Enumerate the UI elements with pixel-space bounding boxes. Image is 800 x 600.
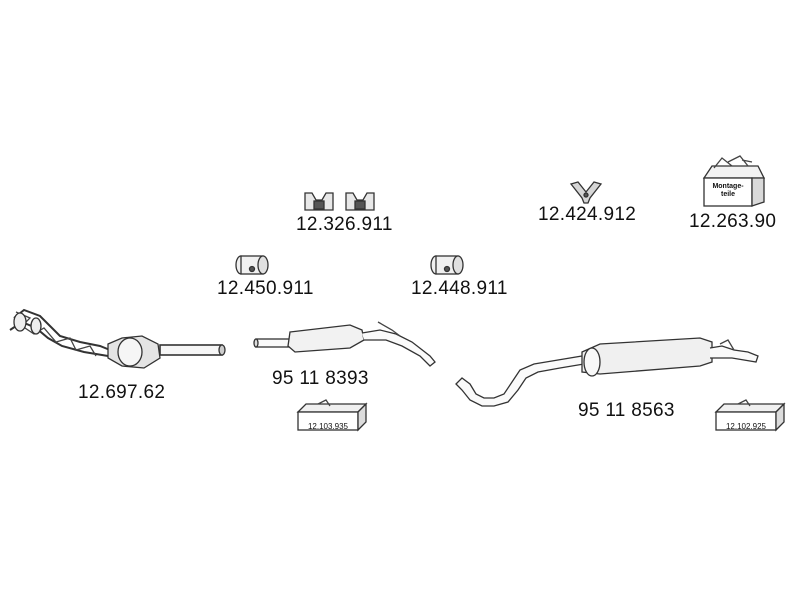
mounting-kit-box-text-line-2: teile: [720, 191, 735, 198]
kit-box-front: 12.103.935: [296, 406, 362, 434]
mounting-kit-box-text: Montage- teile: [708, 183, 748, 199]
kit-box-rear: 12.102.925: [714, 406, 780, 434]
kit-box-icon: [714, 399, 786, 432]
mounting-kit-box-text-line-1: Montage-: [712, 183, 744, 190]
part-number-bracket: 12.424.912: [538, 204, 637, 225]
catalytic-converter-icon: [9, 308, 226, 369]
part-number-front-clamp: 12.450.911: [217, 278, 314, 299]
mounting-kit-box-icon: [702, 155, 766, 207]
rubber-hanger-icon: [304, 192, 334, 211]
part-number-hangers: 12.326.911: [296, 214, 393, 235]
rear-silencer-icon: [455, 337, 759, 407]
part-number-rear-silencer: 95 11 8563: [578, 400, 675, 421]
rubber-hanger-icon: [345, 192, 375, 211]
pipe-clamp-icon: [235, 255, 269, 275]
part-number-catalytic-converter: 12.697.62: [78, 382, 166, 403]
middle-silencer-icon: [253, 321, 436, 367]
pipe-clamp-icon: [430, 255, 464, 275]
kit-box-rear-label: 12.102.925: [725, 422, 767, 431]
part-number-middle-silencer: 95 11 8393: [272, 368, 369, 389]
v-bracket-icon: [569, 181, 603, 204]
part-number-mounting-kit: 12.263.90: [689, 211, 777, 232]
kit-box-front-label: 12.103.935: [307, 422, 349, 431]
kit-box-icon: [296, 399, 368, 432]
part-number-rear-clamp: 12.448.911: [411, 278, 508, 299]
